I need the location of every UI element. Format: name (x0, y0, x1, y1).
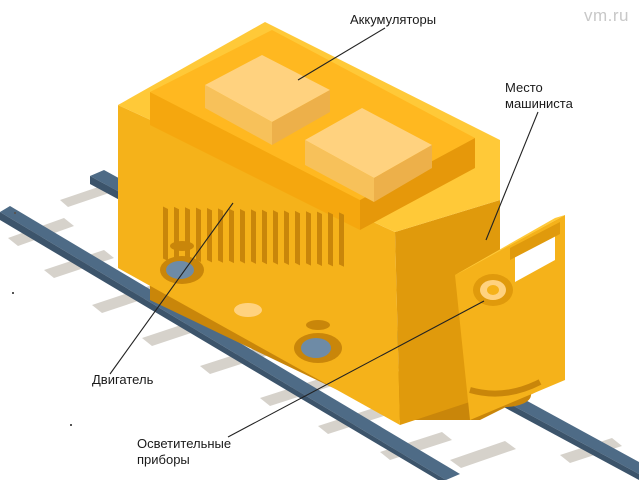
grille-slot (306, 211, 311, 266)
leader-cab (485, 111, 539, 241)
grille-slot (251, 209, 256, 264)
label-lights: Осветительные приборы (137, 436, 232, 467)
battery-2-top (305, 108, 432, 178)
stray-dot (70, 424, 72, 426)
driver-cab (455, 210, 565, 420)
leader-batteries (297, 27, 386, 81)
grille-slot (163, 206, 168, 261)
axle-slot (234, 303, 262, 317)
wheel-front-left-hub (166, 261, 194, 279)
grille-slot (174, 206, 179, 262)
leader-lights (227, 300, 485, 438)
grille-slot (284, 210, 289, 265)
leader-engine (109, 202, 234, 375)
battery-2-front (305, 140, 374, 202)
body-top-block-right (360, 138, 475, 230)
label-batteries: Аккумуляторы (350, 12, 437, 27)
body-top-block-side (150, 92, 360, 230)
battery-1-front (205, 85, 272, 145)
grille-slot (218, 208, 223, 263)
engine-grille (163, 206, 344, 267)
grille-slot (185, 207, 190, 262)
batteries (205, 55, 432, 202)
stray-dot (14, 212, 16, 214)
locomotive (118, 22, 565, 425)
battery-2-right (374, 145, 432, 202)
cab-top-edge (455, 215, 565, 275)
sleeper (450, 441, 516, 468)
grille-slot (295, 210, 300, 266)
grille-slot (240, 209, 245, 264)
grille-slot (339, 212, 344, 267)
cab-window-frame (510, 222, 560, 260)
grille-slot (328, 211, 333, 267)
axle-slot (306, 320, 330, 330)
axle-slot (170, 241, 194, 251)
rail-left (0, 206, 460, 480)
label-engine: Двигатель (92, 372, 154, 387)
grille-slot (273, 210, 278, 265)
cab-side-post (490, 210, 500, 250)
grille-slot (262, 209, 267, 265)
watermark-logo: vm.ru (584, 6, 629, 25)
battery-1-top (205, 55, 330, 122)
grille-slot (229, 208, 234, 264)
leader-lines (109, 27, 539, 438)
headlight-lens (487, 285, 499, 295)
cab-bumper (469, 379, 542, 397)
grille-slot (317, 211, 322, 267)
rail-left-side (0, 212, 446, 480)
battery-1-right (272, 90, 330, 145)
wheel-front-right-hub (301, 338, 331, 358)
label-driver-cab: Место машиниста (505, 80, 573, 111)
stray-dot (12, 292, 14, 294)
cab-window (515, 230, 555, 282)
